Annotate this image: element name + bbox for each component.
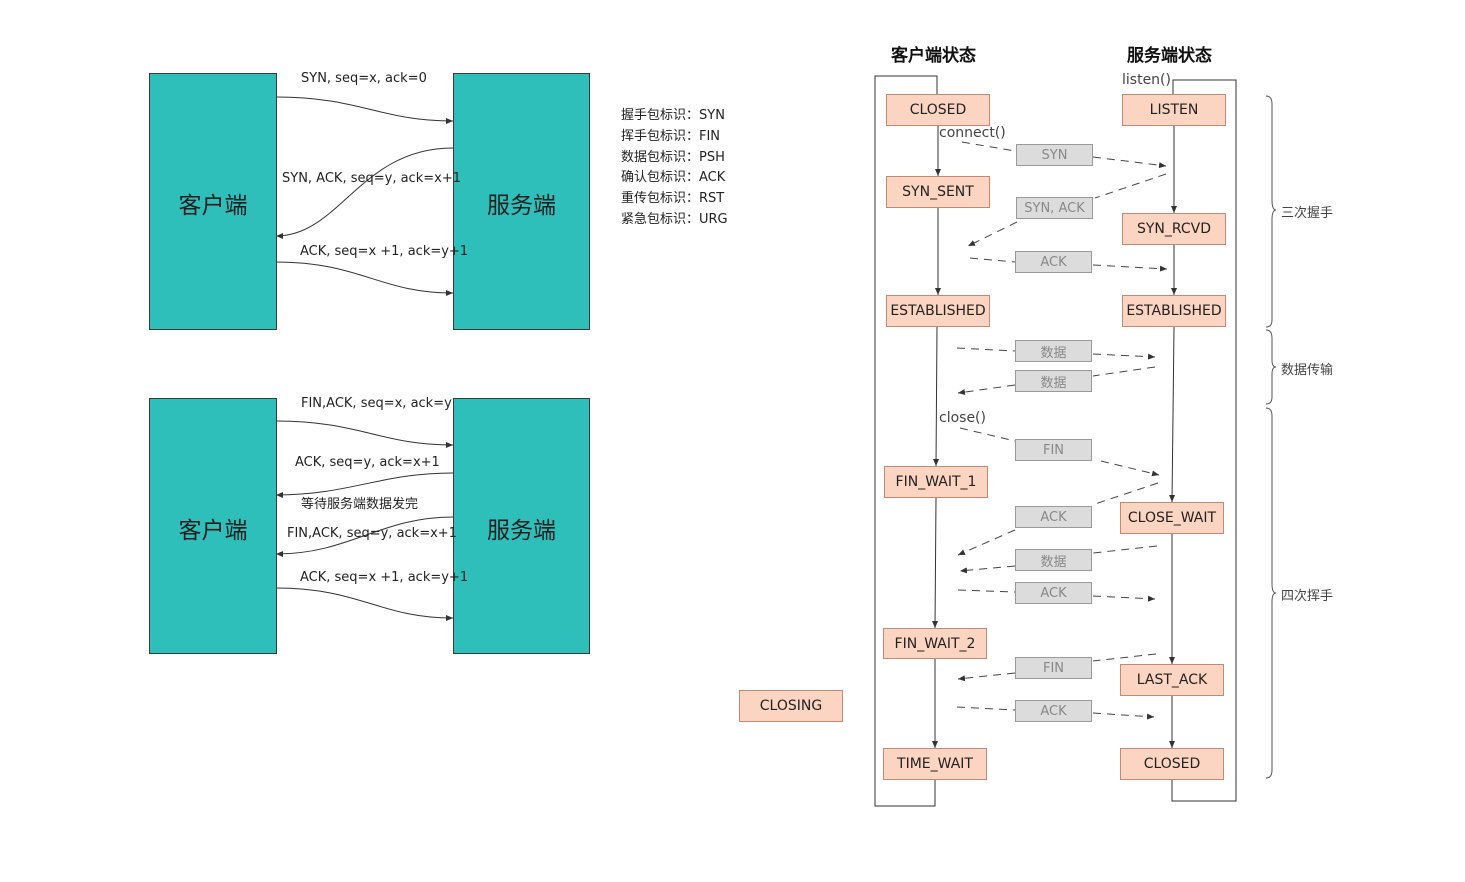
- listen-call: listen(): [1122, 72, 1171, 88]
- client-state-syn-sent: SYN_SENT: [886, 176, 990, 208]
- server-state-established: ESTABLISHED: [1122, 295, 1226, 327]
- client-state-closed: CLOSED: [886, 94, 990, 126]
- server-state-syn-rcvd: SYN_RCVD: [1122, 213, 1226, 245]
- handshake-label-2: SYN, ACK, seq=y, ack=x+1: [282, 171, 461, 186]
- wave-arrow-fin1: [275, 420, 454, 448]
- client-state-fin-wait-2: FIN_WAIT_2: [883, 628, 987, 659]
- packet-ack: ACK: [1015, 700, 1092, 722]
- server-box-handshake: [453, 73, 590, 330]
- packet-data: 数据: [1015, 549, 1092, 571]
- close-call: close(): [939, 410, 986, 426]
- wave-arrow-ack2: [275, 587, 454, 621]
- server-state-closed: CLOSED: [1120, 748, 1224, 780]
- server-state-close-wait: CLOSE_WAIT: [1120, 502, 1224, 534]
- packet-syn: SYN: [1016, 144, 1093, 166]
- client-box-wave: [149, 398, 277, 654]
- handshake-arrow-synack: [275, 147, 454, 239]
- handshake-label-1: SYN, seq=x, ack=0: [301, 71, 427, 86]
- client-state-time-wait: TIME_WAIT: [883, 748, 987, 780]
- server-state-last-ack: LAST_ACK: [1120, 664, 1224, 696]
- flag-legend: 握手包标识：SYN 挥手包标识：FIN 数据包标识：PSH 确认包标识：ACK …: [621, 106, 728, 231]
- handshake-arrow-syn: [275, 96, 454, 124]
- client-box-handshake: [149, 73, 277, 330]
- brace-handshake: [1265, 95, 1277, 328]
- client-label-handshake: 客户端: [178, 193, 248, 219]
- wave-label-1: FIN,ACK, seq=x, ack=y: [301, 396, 452, 411]
- wave-wait-note: 等待服务端数据发完: [301, 497, 419, 512]
- handshake-label-3: ACK, seq=x +1, ack=y+1: [300, 244, 469, 259]
- wave-label-4: ACK, seq=x +1, ack=y+1: [300, 570, 469, 585]
- packet-fin: FIN: [1015, 657, 1092, 679]
- legend-item: 握手包标识：SYN: [621, 108, 725, 123]
- server-label-handshake: 服务端: [487, 193, 556, 219]
- phase-data-transfer: 数据传输: [1281, 363, 1334, 378]
- legend-item: 挥手包标识：FIN: [621, 128, 721, 144]
- phase-handshake: 三次握手: [1281, 206, 1334, 221]
- client-states-header: 客户端状态: [891, 46, 976, 66]
- wave-label-3: FIN,ACK, seq=y, ack=x+1: [287, 526, 457, 541]
- connect-call: connect(): [939, 125, 1006, 141]
- brace-wave: [1265, 407, 1277, 779]
- legend-item: 重传包标识：RST: [621, 191, 725, 207]
- handshake-arrow-ack: [275, 261, 454, 296]
- server-state-listen: LISTEN: [1122, 94, 1226, 126]
- server-box-wave: [453, 398, 590, 654]
- client-label-wave: 客户端: [178, 518, 248, 544]
- brace-data: [1265, 329, 1277, 405]
- server-label-wave: 服务端: [487, 518, 556, 544]
- client-loop-line: [874, 75, 938, 807]
- wave-arrow-fin2: [275, 516, 454, 557]
- wave-label-2: ACK, seq=y, ack=x+1: [295, 455, 440, 470]
- packet-data: 数据: [1015, 340, 1092, 362]
- packet-ack: ACK: [1015, 506, 1092, 528]
- legend-item: 紧急包标识：URG: [621, 211, 728, 227]
- wave-arrow-ack1: [275, 472, 454, 498]
- phase-wave: 四次挥手: [1281, 589, 1334, 604]
- server-loop-line: [1171, 79, 1237, 802]
- packet-ack: ACK: [1015, 251, 1092, 273]
- packet-ack: ACK: [1015, 582, 1092, 604]
- client-state-fin-wait-1: FIN_WAIT_1: [884, 466, 988, 498]
- server-states-header: 服务端状态: [1127, 46, 1212, 66]
- legend-item: 数据包标识：PSH: [621, 149, 725, 165]
- packet-data: 数据: [1015, 370, 1092, 392]
- client-state-established: ESTABLISHED: [886, 295, 990, 327]
- packet-fin: FIN: [1015, 439, 1092, 461]
- packet-syn-ack: SYN, ACK: [1016, 197, 1093, 219]
- legend-item: 确认包标识：ACK: [621, 170, 726, 186]
- closing-state: CLOSING: [739, 690, 843, 722]
